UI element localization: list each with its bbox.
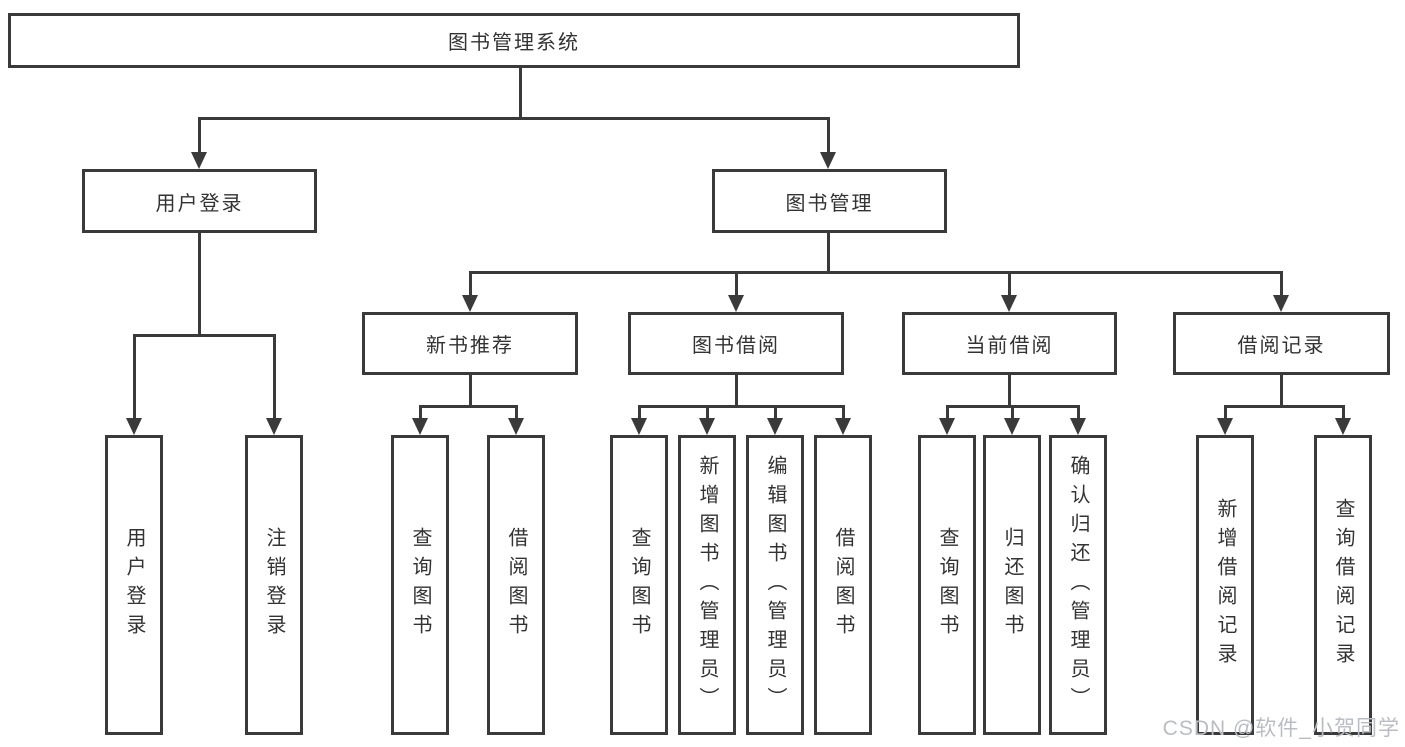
arrowhead-cb-query	[939, 418, 955, 435]
connector-drop-br-query	[1342, 405, 1345, 423]
arrowhead-ul-logout	[266, 418, 282, 435]
leaf-user-login-label: 用户登录	[123, 527, 145, 643]
leaf-logout-label: 注销登录	[263, 527, 285, 643]
leaf-bb-borrow-books-label: 借阅图书	[832, 527, 854, 643]
arrowhead-bb-borrow	[835, 418, 851, 435]
connector-drop-ul-logout	[273, 334, 276, 419]
arrowhead-br-add	[1217, 418, 1233, 435]
arrowhead-borrow-records	[1273, 295, 1289, 312]
leaf-bb-query-books: 查询图书	[610, 435, 668, 735]
arrowhead-cb-return	[1004, 418, 1020, 435]
connector-level3-rail	[469, 271, 1282, 274]
arrowhead-cb-confirm	[1070, 418, 1086, 435]
leaf-cb-query-books: 查询图书	[918, 435, 976, 735]
node-new-book-recommend: 新书推荐	[362, 312, 578, 375]
connector-book-management-stem	[827, 233, 830, 274]
connector-drop-cb-query	[946, 405, 949, 423]
arrowhead-new-book-recommend	[462, 295, 478, 312]
leaf-cb-confirm-return: 确认归还（管理员）	[1049, 435, 1107, 735]
leaf-cb-return-books: 归还图书	[983, 435, 1041, 735]
leaf-cb-query-books-label: 查询图书	[936, 527, 958, 643]
arrowhead-user-login	[191, 152, 207, 169]
connector-drop-br-add	[1224, 405, 1227, 423]
connector-drop-bb-borrow	[842, 405, 845, 423]
connector-bb-stem	[735, 375, 738, 408]
connector-level2-rail	[198, 117, 830, 120]
leaf-nb-query-books: 查询图书	[391, 435, 449, 735]
leaf-cb-confirm-return-label: 确认归还（管理员）	[1067, 454, 1089, 716]
connector-bb-rail	[638, 405, 845, 408]
leaf-cb-return-books-label: 归还图书	[1001, 527, 1023, 643]
arrowhead-bb-query	[631, 418, 647, 435]
leaf-br-add-record: 新增借阅记录	[1196, 435, 1254, 735]
connector-nbr-stem	[469, 375, 472, 408]
arrowhead-br-query	[1335, 418, 1351, 435]
connector-br-rail	[1224, 405, 1344, 408]
connector-root-stem	[519, 68, 522, 119]
arrowhead-bb-add	[699, 418, 715, 435]
connector-drop-user-login	[198, 117, 201, 157]
connector-drop-current-borrow	[1008, 271, 1011, 299]
node-book-management: 图书管理	[712, 169, 947, 233]
leaf-nb-borrow-books-label: 借阅图书	[505, 527, 527, 643]
leaf-nb-query-books-label: 查询图书	[409, 527, 431, 643]
connector-drop-bb-edit	[774, 405, 777, 423]
connector-user-login-rail	[133, 334, 276, 337]
connector-cb-stem	[1008, 375, 1011, 408]
leaf-bb-add-books: 新增图书（管理员）	[678, 435, 736, 735]
connector-nbr-rail	[419, 405, 518, 408]
connector-drop-new-book-recommend	[469, 271, 472, 299]
connector-br-stem	[1280, 375, 1283, 408]
connector-drop-book-borrow	[735, 271, 738, 299]
arrowhead-nb-borrow	[508, 418, 524, 435]
connector-drop-nb-query	[419, 405, 422, 423]
arrowhead-ul-login	[126, 418, 142, 435]
arrowhead-current-borrow	[1001, 295, 1017, 312]
leaf-br-query-record-label: 查询借阅记录	[1332, 498, 1354, 672]
connector-drop-cb-confirm	[1077, 405, 1080, 423]
arrowhead-nb-query	[412, 418, 428, 435]
leaf-bb-query-books-label: 查询图书	[628, 527, 650, 643]
node-current-borrow: 当前借阅	[902, 312, 1117, 375]
leaf-br-query-record: 查询借阅记录	[1314, 435, 1372, 735]
node-user-login: 用户登录	[82, 169, 317, 233]
connector-user-login-stem	[198, 233, 201, 336]
connector-drop-ul-login	[133, 334, 136, 419]
connector-drop-borrow-records	[1280, 271, 1283, 299]
leaf-bb-add-books-label: 新增图书（管理员）	[696, 454, 718, 716]
leaf-bb-edit-books-label: 编辑图书（管理员）	[764, 454, 786, 716]
connector-drop-bb-add	[706, 405, 709, 423]
node-root: 图书管理系统	[8, 13, 1020, 68]
arrowhead-book-borrow	[728, 295, 744, 312]
connector-drop-book-management	[827, 117, 830, 157]
connector-drop-nb-borrow	[515, 405, 518, 423]
node-borrow-records: 借阅记录	[1173, 312, 1390, 375]
node-book-borrow: 图书借阅	[628, 312, 844, 375]
connector-drop-bb-query	[638, 405, 641, 423]
leaf-nb-borrow-books: 借阅图书	[487, 435, 545, 735]
arrowhead-book-management	[820, 152, 836, 169]
csdn-watermark: CSDN @软件_小贺同学	[1162, 717, 1400, 740]
arrowhead-bb-edit	[767, 418, 783, 435]
connector-drop-cb-return	[1011, 405, 1014, 423]
leaf-br-add-record-label: 新增借阅记录	[1214, 498, 1236, 672]
leaf-bb-edit-books: 编辑图书（管理员）	[746, 435, 804, 735]
leaf-user-login: 用户登录	[105, 435, 163, 735]
leaf-logout: 注销登录	[245, 435, 303, 735]
leaf-bb-borrow-books: 借阅图书	[814, 435, 872, 735]
